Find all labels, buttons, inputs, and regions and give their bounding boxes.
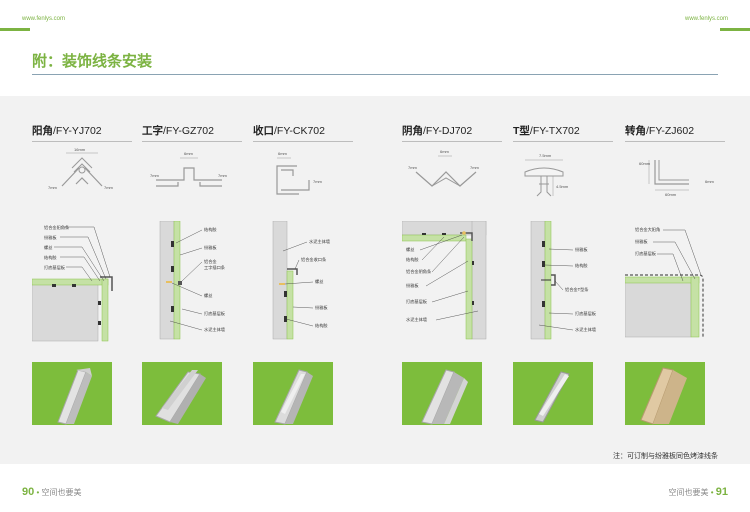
item-divider: [253, 141, 353, 142]
profile-drawing: 60mm 6mm 60mm: [639, 160, 715, 197]
svg-text:7mm: 7mm: [150, 173, 160, 178]
item-title: 阳角/FY-YJ702: [32, 125, 102, 137]
svg-text:4.5mm: 4.5mm: [556, 184, 569, 189]
item-divider: [625, 141, 725, 142]
svg-text:工字插口条: 工字插口条: [204, 264, 226, 271]
svg-text:结构胶: 结构胶: [44, 254, 57, 261]
svg-text:螺丝: 螺丝: [204, 292, 212, 299]
page-number-left: 90: [22, 486, 35, 498]
svg-text:打底基层板: 打底基层板: [635, 250, 657, 257]
svg-text:铝合金阴角条: 铝合金阴角条: [406, 268, 432, 275]
footer-slogan-right: 空间也要美: [668, 488, 709, 497]
svg-text:纷雅板: 纷雅板: [44, 234, 57, 241]
svg-text:结构胶: 结构胶: [315, 322, 328, 329]
item-divider: [402, 141, 502, 142]
svg-text:7.5mm: 7.5mm: [539, 153, 552, 158]
profile-drawing: 6mm 7mm: [276, 151, 323, 195]
svg-text:6mm: 6mm: [440, 149, 450, 154]
svg-text:打底基层板: 打底基层板: [575, 310, 597, 317]
svg-text:水泥主体墙: 水泥主体墙: [309, 238, 330, 245]
page-title: 附：装饰线条安装: [32, 53, 153, 70]
item-title: 阴角/FY-DJ702: [402, 125, 473, 137]
svg-text:螺丝: 螺丝: [44, 244, 52, 251]
svg-text:铝合金收口条: 铝合金收口条: [301, 256, 327, 263]
svg-text:水泥主体墙: 水泥主体墙: [204, 326, 225, 333]
title-divider: [32, 74, 718, 75]
svg-text:纷雅板: 纷雅板: [204, 244, 217, 251]
item-divider: [32, 141, 132, 142]
svg-text:铝合金大阳角: 铝合金大阳角: [635, 226, 660, 233]
footer-dot: •: [710, 488, 714, 497]
svg-text:铝合金阳角条: 铝合金阳角条: [44, 224, 70, 231]
profile-drawing: 16mm 7mm 7mm: [48, 147, 114, 190]
item-title: 收口/FY-CK702: [253, 125, 325, 137]
footer-left: 90 • 空间也要美: [22, 486, 82, 498]
svg-text:打底基层板: 打底基层板: [406, 298, 428, 305]
product-photo: [513, 362, 593, 425]
installation-section: 铝合金阳角条 纷雅板 螺丝 结构胶 打底基层板: [32, 224, 113, 342]
product-photo: [402, 362, 482, 425]
profile-drawing: 6mm 7mm 7mm: [408, 149, 480, 187]
installation-section: 纷雅板 结构胶 铝合金T型条 打底基层板 水泥主体墙: [530, 221, 597, 340]
trim-item-gz: 工字/FY-GZ702 6mm 7mm 7mm 结构胶 纷雅板 铝合金 工字插口…: [142, 96, 246, 464]
page-number-right: 91: [715, 486, 728, 498]
svg-text:结构胶: 结构胶: [575, 262, 588, 269]
svg-text:6mm: 6mm: [184, 151, 194, 156]
item-title: 工字/FY-GZ702: [142, 125, 214, 137]
accent-bar-left: [0, 28, 30, 31]
svg-text:铝合金: 铝合金: [204, 258, 217, 265]
svg-text:螺丝: 螺丝: [315, 278, 323, 285]
footer-dot: •: [36, 488, 40, 497]
svg-text:纷雅板: 纷雅板: [315, 304, 328, 311]
website-left: www.fenlys.com: [22, 16, 66, 22]
item-title: 转角/FY-ZJ602: [625, 125, 695, 137]
product-photo: [253, 362, 333, 425]
svg-text:螺丝: 螺丝: [406, 246, 414, 253]
item-divider: [513, 141, 613, 142]
product-photo: [625, 362, 705, 425]
svg-text:纷雅板: 纷雅板: [575, 246, 588, 253]
accent-bar-right: [720, 28, 750, 31]
trim-item-ck: 收口/FY-CK702 6mm 7mm 水泥主体墙 铝合金收口条 螺丝 纷雅板 …: [253, 96, 357, 464]
svg-text:水泥主体墙: 水泥主体墙: [575, 326, 596, 333]
svg-text:16mm: 16mm: [74, 147, 86, 152]
svg-text:7mm: 7mm: [313, 179, 323, 184]
footer-slogan-left: 空间也要美: [41, 488, 82, 497]
svg-text:7mm: 7mm: [104, 185, 114, 190]
svg-text:打底基层板: 打底基层板: [204, 310, 226, 317]
trim-item-dj: 阴角/FY-DJ702 6mm 7mm 7mm 螺丝 结构胶 铝合金阴角条 纷雅…: [402, 96, 506, 464]
svg-text:6mm: 6mm: [278, 151, 288, 156]
footer-right: 空间也要美 • 91: [668, 486, 728, 498]
installation-section: 水泥主体墙 铝合金收口条 螺丝 纷雅板 结构胶: [272, 221, 330, 340]
profile-drawing: 7.5mm 4.5mm: [524, 153, 569, 197]
installation-section: 铝合金大阳角 纷雅板 打底基层板: [625, 226, 704, 338]
svg-text:铝合金T型条: 铝合金T型条: [565, 286, 589, 293]
customization-note: 注：可订制与纷雅板同色烤漆线条: [613, 453, 718, 460]
item-divider: [142, 141, 242, 142]
svg-text:结构胶: 结构胶: [204, 226, 217, 233]
product-photo: [32, 362, 112, 425]
trim-item-zj: 转角/FY-ZJ602 60mm 6mm 60mm 铝合金大阳角 纷雅板 打底基…: [625, 96, 729, 464]
svg-text:7mm: 7mm: [218, 173, 228, 178]
product-band: 阳角/FY-YJ702 16mm 7mm 7mm 铝合金阳角条 纷雅板 螺丝 结…: [0, 96, 750, 464]
item-title: T型/FY-TX702: [513, 125, 580, 137]
installation-section: 结构胶 纷雅板 铝合金 工字插口条 螺丝 打底基层板 水泥主体墙: [159, 221, 226, 340]
trim-item-tx: T型/FY-TX702 7.5mm 4.5mm 纷雅板 结构胶 铝合金T型条 打…: [513, 96, 617, 464]
svg-text:7mm: 7mm: [408, 165, 418, 170]
trim-item-yj: 阳角/FY-YJ702 16mm 7mm 7mm 铝合金阳角条 纷雅板 螺丝 结…: [32, 96, 136, 464]
svg-text:60mm: 60mm: [639, 161, 651, 166]
svg-text:纷雅板: 纷雅板: [635, 238, 648, 245]
svg-text:6mm: 6mm: [705, 179, 715, 184]
svg-text:纷雅板: 纷雅板: [406, 282, 419, 289]
svg-text:7mm: 7mm: [48, 185, 58, 190]
profile-drawing: 6mm 7mm 7mm: [150, 151, 228, 187]
svg-text:打底基层板: 打底基层板: [44, 264, 66, 271]
svg-text:水泥主体墙: 水泥主体墙: [406, 316, 427, 323]
svg-text:7mm: 7mm: [470, 165, 480, 170]
website-right: www.fenlys.com: [684, 16, 728, 22]
installation-section: 螺丝 结构胶 铝合金阴角条 纷雅板 打底基层板 水泥主体墙: [402, 221, 487, 340]
product-photo: [142, 362, 222, 425]
svg-text:60mm: 60mm: [665, 192, 677, 197]
svg-text:结构胶: 结构胶: [406, 256, 419, 263]
